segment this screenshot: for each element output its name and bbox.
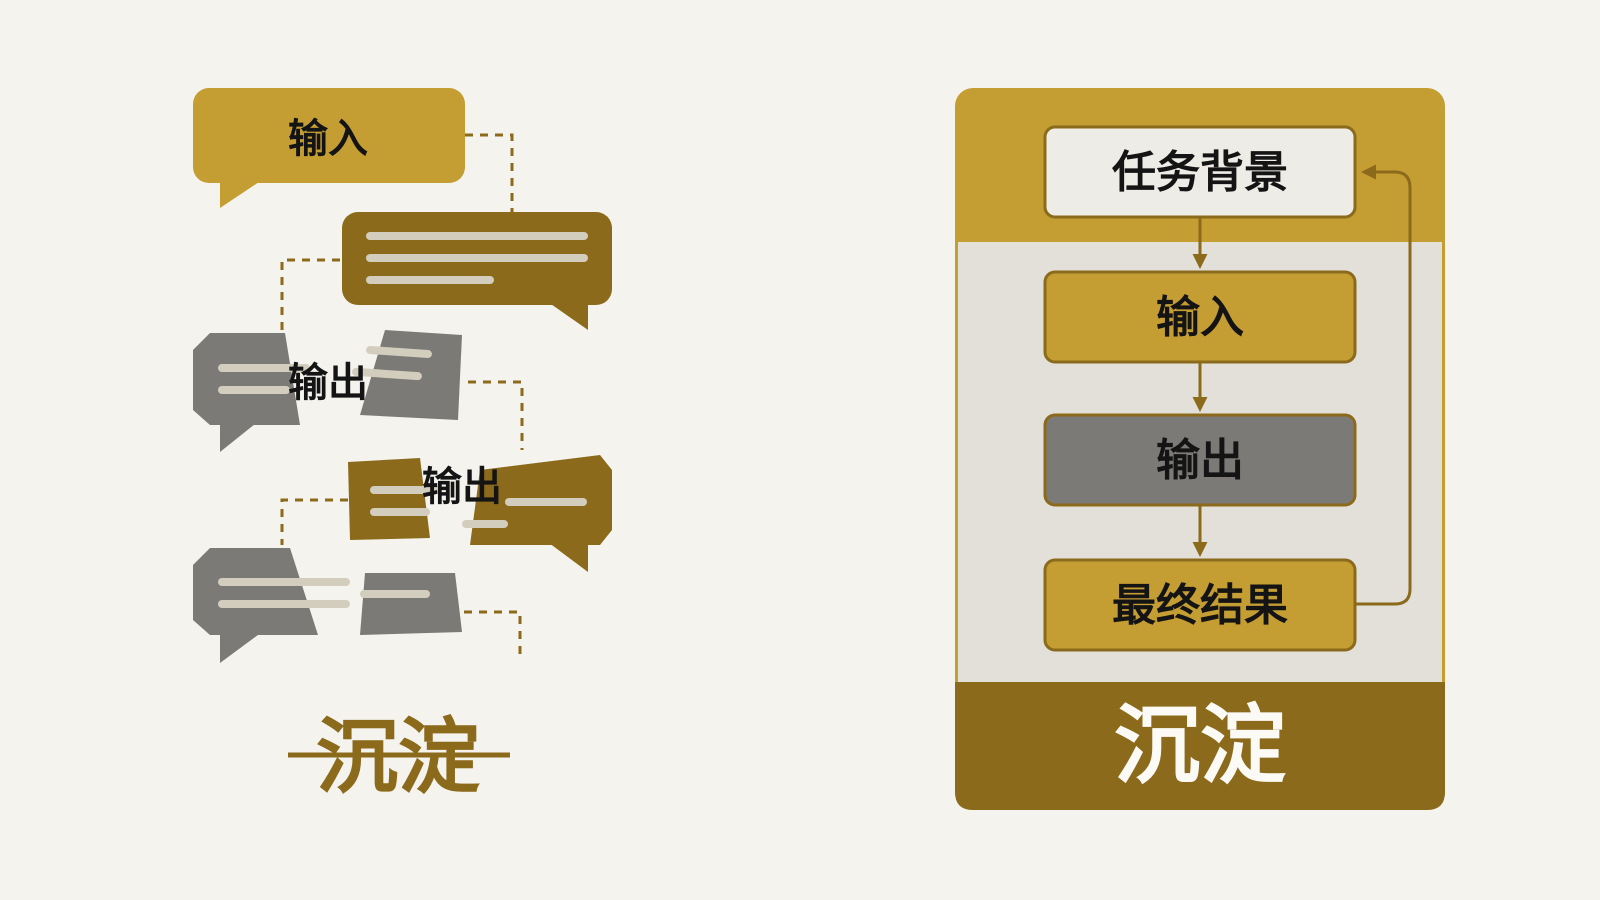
input-bubble: 输入 [193,88,465,208]
step-final-result-label: 最终结果 [1112,580,1288,631]
text-line [366,232,588,240]
sediment-label-right: 沉淀 [1114,696,1286,796]
step-task-background-label: 任务背景 [1112,147,1288,198]
text-line [218,364,310,372]
text-line [366,345,432,359]
step-input-label: 输入 [1156,292,1244,343]
broken-bubble-3 [193,548,462,663]
fragmented-chat-illustration: 输入 输出 输 [193,88,612,805]
input-bubble-label: 输入 [288,116,368,162]
connector-input-to-reply [465,133,514,212]
structured-flow-panel: 任务背景 输入 输出 最终结果 沉淀 [955,88,1445,810]
struck-sediment-label: 沉淀 [288,710,510,805]
text-line [218,386,290,394]
broken-output-bubble-2: 输出 [348,455,612,572]
text-line [370,508,430,516]
text-line [505,498,587,506]
text-line [218,600,350,608]
text-line [360,590,430,598]
text-line [218,578,350,586]
text-line [462,520,508,528]
text-line [370,486,440,494]
connector-reply-to-output [280,258,340,335]
connector-tail [464,610,522,658]
output-label-2: 输出 [422,464,502,510]
text-line [352,367,422,381]
broken-output-bubble-1: 输出 [193,330,462,452]
feedback-loop-arrow [1355,164,1412,606]
dashed-connectors [280,133,524,658]
reply-bubble [342,212,612,330]
connector-output-to-output [468,380,524,450]
connector-output-to-bubble [280,498,348,545]
text-line [366,254,588,262]
output-label-1: 输出 [288,360,368,406]
step-output-label: 输出 [1156,435,1244,486]
text-line [366,276,494,284]
flow-footer [955,682,1445,810]
